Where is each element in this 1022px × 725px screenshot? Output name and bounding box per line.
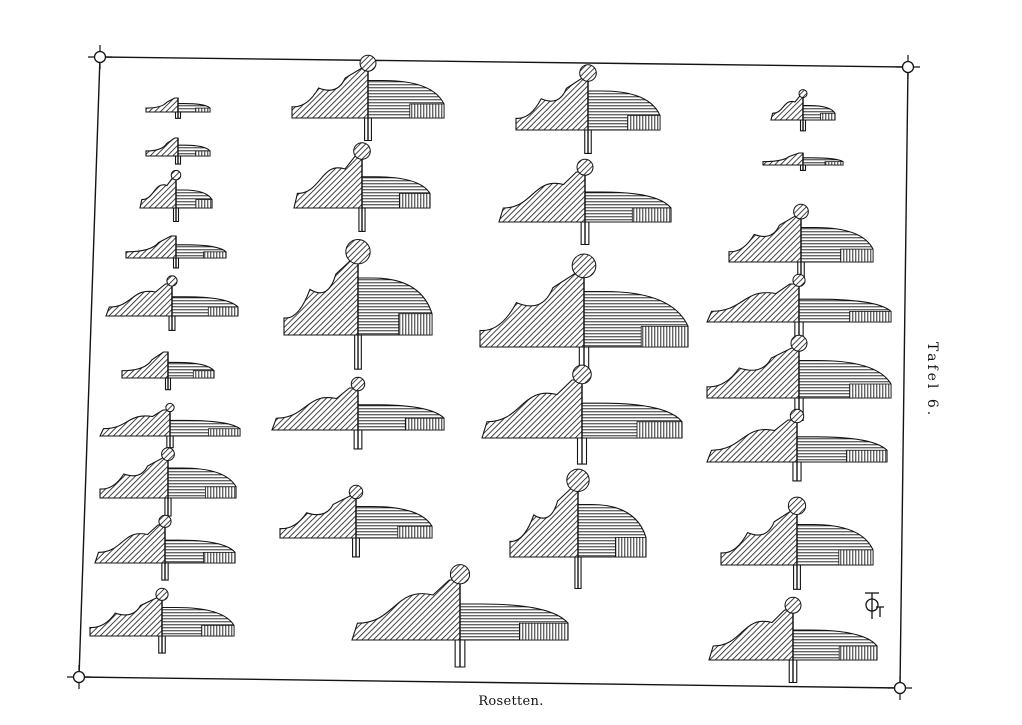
rosette-profile — [145, 137, 211, 165]
rosette-profiles — [89, 54, 892, 684]
rosette-profile — [509, 468, 647, 590]
plate-frame — [78, 56, 909, 689]
rosette-profile — [706, 334, 892, 422]
rosette-profile — [121, 351, 215, 391]
rosette-profile — [293, 142, 431, 232]
rosette-profile — [271, 376, 445, 450]
rosette-profile — [481, 364, 683, 465]
circle-crosshair-icon — [888, 676, 912, 700]
rosette-profile — [351, 564, 569, 668]
monogram-icon — [865, 592, 884, 619]
corner-marks — [67, 45, 920, 700]
rosette-profile — [99, 447, 237, 517]
rosette-profile — [279, 484, 433, 558]
rosette-profile — [105, 275, 239, 331]
circle-crosshair-icon — [67, 665, 91, 689]
rosette-profile — [770, 89, 836, 132]
rosette-profile — [479, 253, 689, 381]
rosette-profile — [89, 587, 235, 654]
rosette-profile — [708, 596, 878, 684]
rosette-profile — [145, 97, 211, 119]
rosette-profile — [139, 169, 213, 223]
rosette-profile — [498, 158, 672, 246]
rosette-profile — [720, 496, 874, 590]
plate-number-label: Tafel 6. — [924, 341, 940, 419]
rosette-profile — [283, 239, 433, 370]
rosette-profile — [515, 64, 661, 154]
rosette-profile — [762, 152, 844, 171]
rosette-profile — [99, 402, 241, 449]
rosette-profile — [706, 273, 892, 340]
rosette-profile — [706, 408, 888, 482]
rosette-profile — [291, 54, 445, 142]
circle-crosshair-icon — [896, 55, 920, 79]
circle-crosshair-icon — [88, 45, 112, 69]
plate-caption: Rosetten. — [478, 694, 544, 709]
rosette-profile — [94, 514, 236, 581]
rosette-profile — [125, 235, 227, 269]
rosette-profile — [728, 203, 874, 284]
